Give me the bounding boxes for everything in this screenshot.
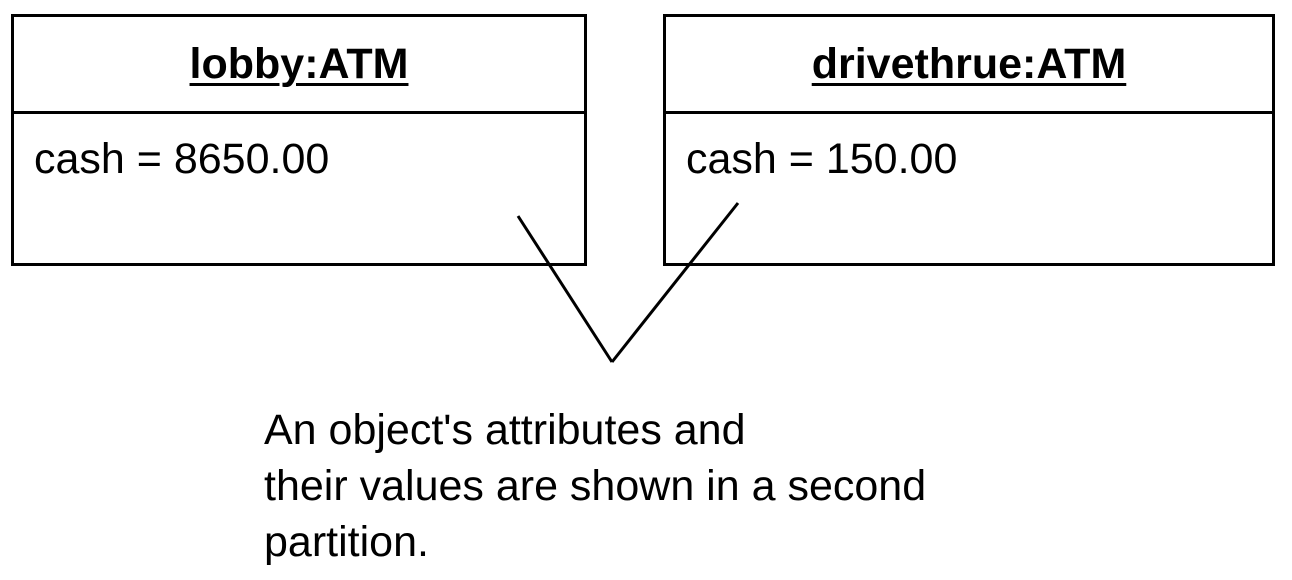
object-name: lobby:ATM [189,39,409,88]
connector-line-left [516,215,614,363]
connector-line-right [610,202,740,363]
object-attribute-compartment: cash = 8650.00 [14,114,584,183]
object-attribute: cash = 8650.00 [34,135,330,183]
note-line: their values are shown in a second [264,462,927,510]
note-line: An object's attributes and [264,406,746,454]
annotation-note: An object's attributes and their values … [264,402,1064,570]
object-drivethrue-atm: drivethrue:ATM cash = 150.00 [663,14,1275,266]
note-line: partition. [264,518,429,566]
object-name-compartment: drivethrue:ATM [666,17,1272,114]
object-name-compartment: lobby:ATM [14,17,584,114]
object-name: drivethrue:ATM [811,39,1127,88]
object-attribute-compartment: cash = 150.00 [666,114,1272,183]
object-lobby-atm: lobby:ATM cash = 8650.00 [11,14,587,266]
object-attribute: cash = 150.00 [686,135,958,183]
